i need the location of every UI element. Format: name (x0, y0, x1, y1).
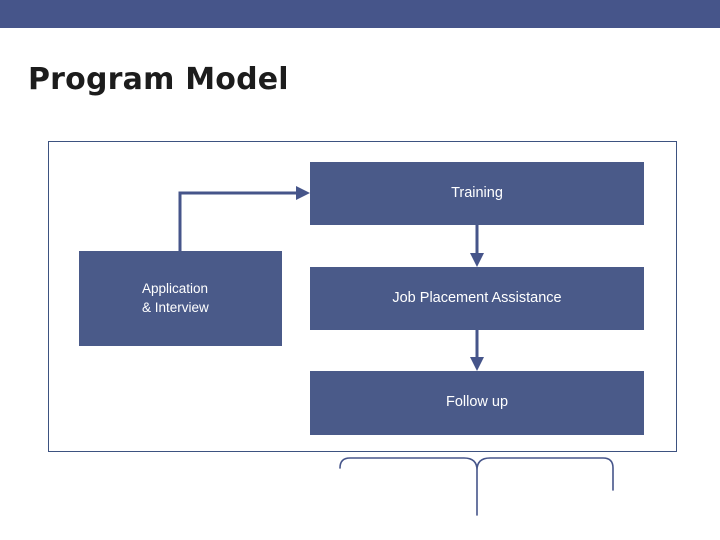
diagram-frame (48, 141, 677, 452)
box-follow-up[interactable]: Follow up (310, 371, 644, 435)
page-title: Program Model (28, 62, 289, 97)
box-training[interactable]: Training (310, 162, 644, 225)
box-application-interview-label: Application & Interview (142, 280, 209, 315)
box-follow-up-label: Follow up (445, 394, 509, 411)
box-application-interview[interactable]: Application & Interview (79, 251, 282, 346)
top-accent-bar (0, 0, 720, 28)
box-training-label: Training (451, 184, 503, 201)
box-job-placement[interactable]: Job Placement Assistance (310, 267, 644, 330)
curly-brace-icon (339, 457, 614, 516)
box-job-placement-label: Job Placement Assistance (392, 289, 562, 306)
